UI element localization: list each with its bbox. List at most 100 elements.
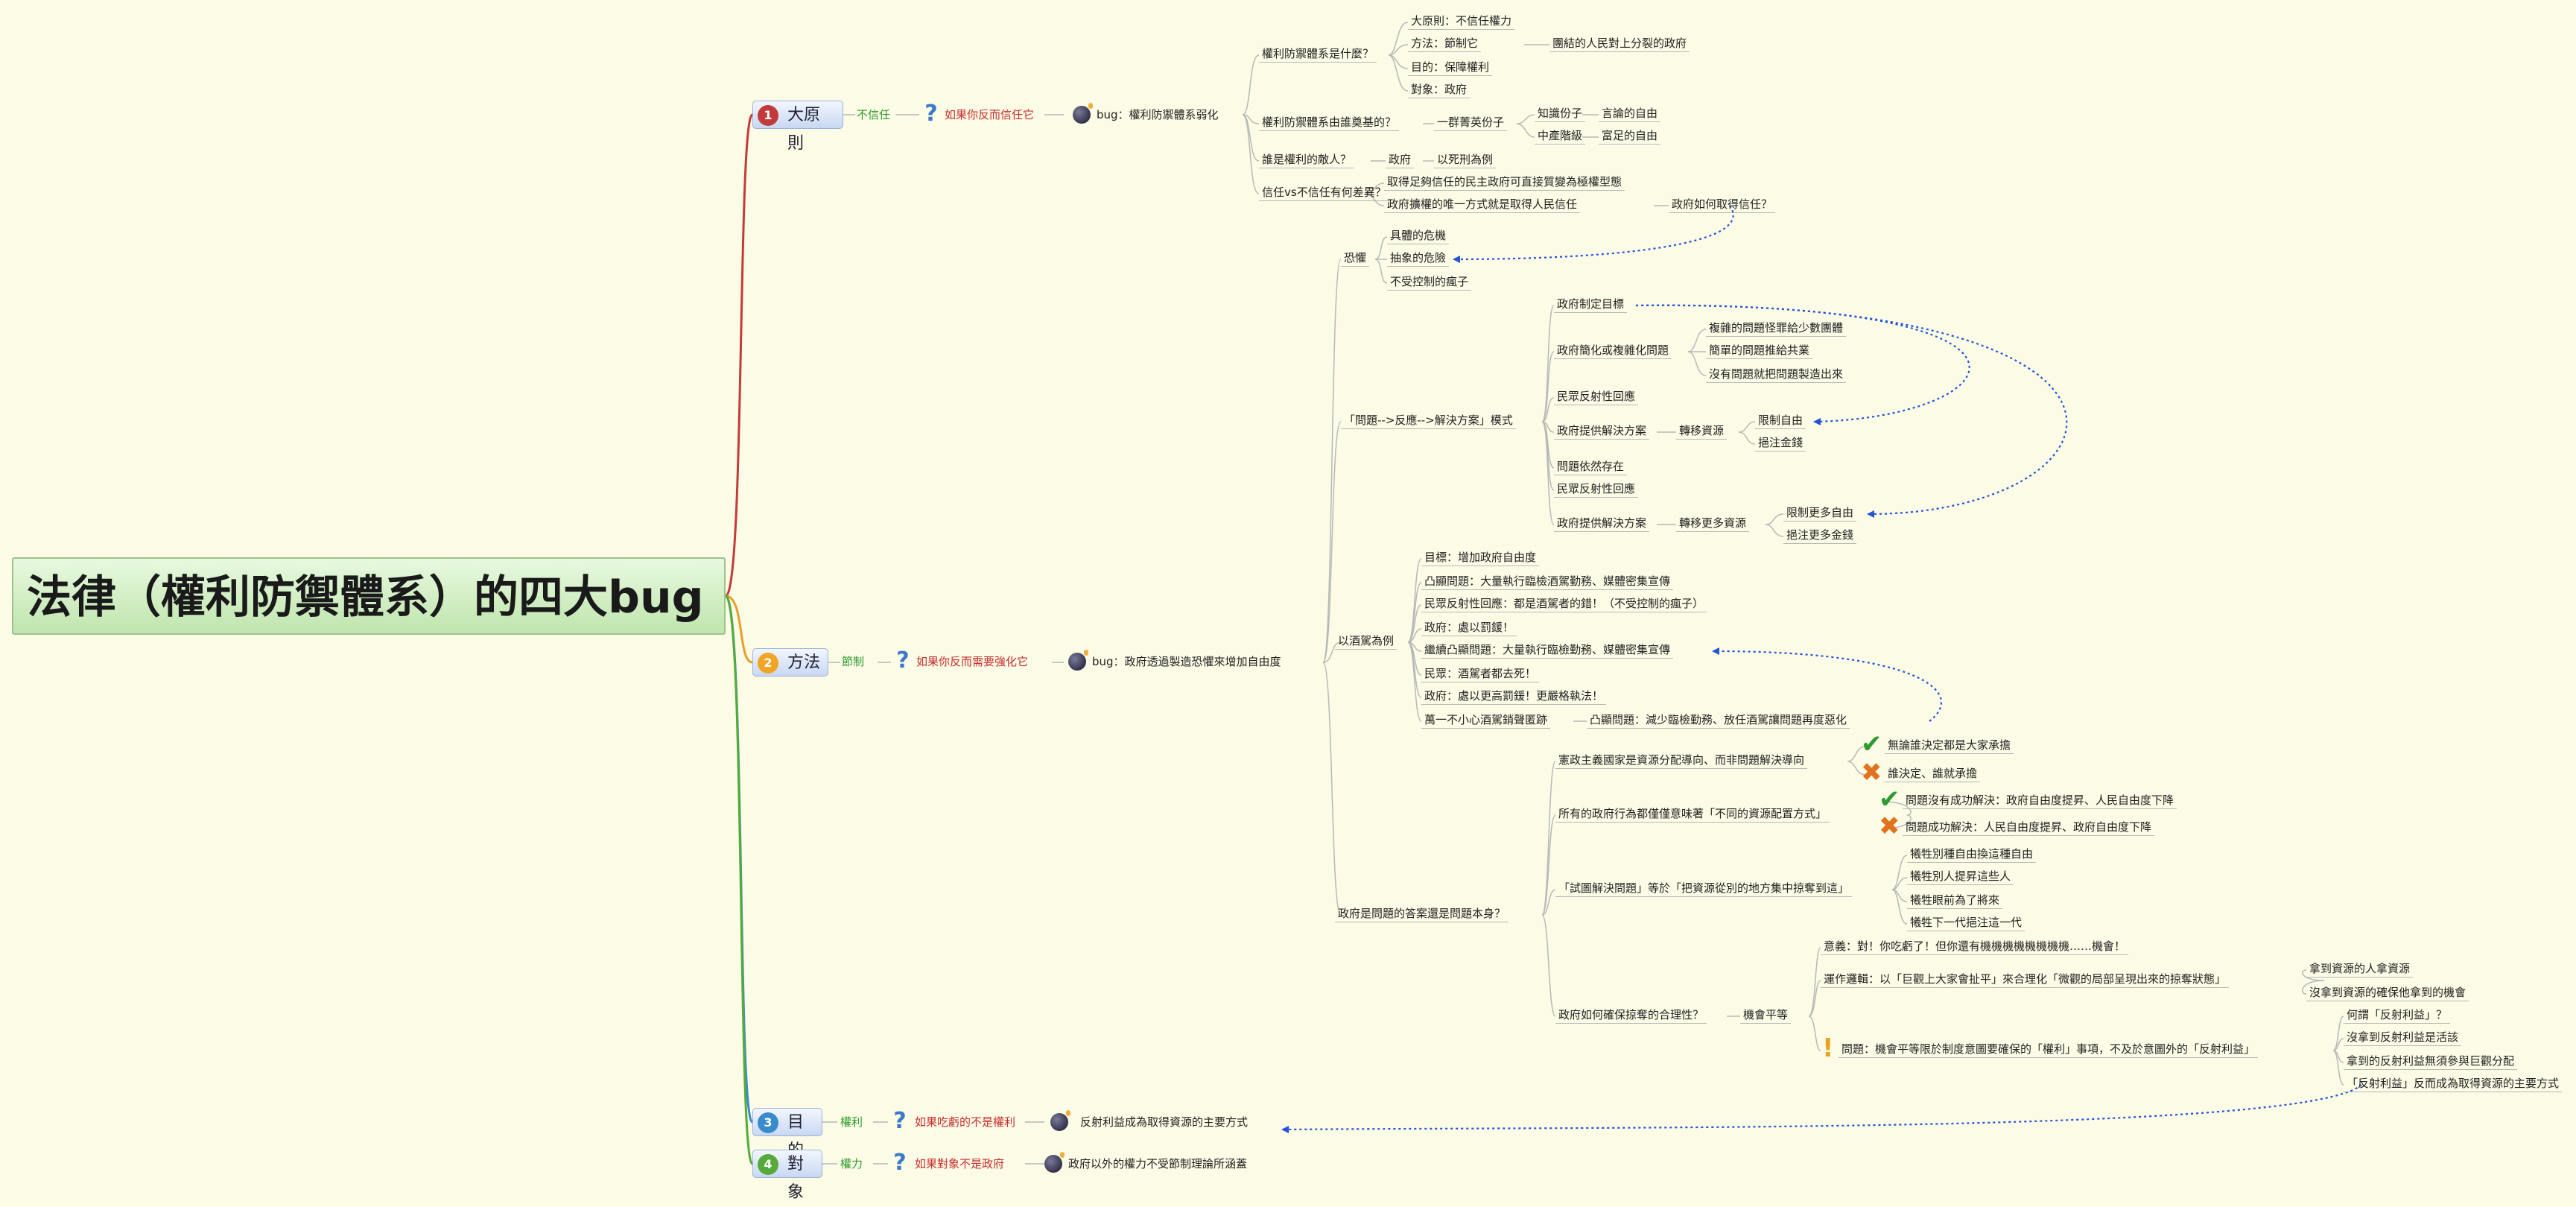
node-m4a1[interactable]: 無論誰決定都是大家承擔: [1885, 738, 2014, 754]
branch-4-node[interactable]: 4 對象: [752, 1150, 822, 1202]
node-m3d[interactable]: 政府：處以罰鍰！: [1421, 620, 1517, 636]
node-m4b2[interactable]: 問題成功解決：人民自由度提昇、政府自由度下降: [1903, 820, 2155, 836]
node-a2a2x[interactable]: 富足的自由: [1599, 128, 1661, 145]
branch-3-node[interactable]: 3 目的: [752, 1108, 822, 1160]
branch-3-question[interactable]: 如果吃虧的不是權利: [915, 1115, 1016, 1129]
node-m4d1c4[interactable]: 「反射利益」反而成為取得資源的主要方式: [2344, 1076, 2563, 1092]
node-m3f[interactable]: 民眾：酒駕者都去死！: [1421, 666, 1540, 682]
node-m4d1c1[interactable]: 何謂「反射利益」？: [2344, 1007, 2451, 1024]
branch-2-node[interactable]: 2 方法: [752, 648, 828, 677]
node-m1a[interactable]: 具體的危機: [1387, 228, 1450, 244]
node-m2g[interactable]: 政府提供解決方案: [1554, 516, 1650, 532]
node-a1c[interactable]: 目的：保障權利: [1408, 60, 1493, 76]
node-m2b2[interactable]: 簡單的問題推給共業: [1706, 343, 1813, 359]
node-m4d[interactable]: 政府如何確保掠奪的合理性？: [1555, 1007, 1707, 1024]
node-a4a[interactable]: 取得足夠信任的民主政府可直接質變為極權型態: [1384, 174, 1625, 191]
branch-2-question[interactable]: 如果你反而需要強化它: [916, 655, 1029, 668]
node-m3e[interactable]: 繼續凸顯問題：大量執行臨檢勤務、媒體密集宣傳: [1421, 642, 1674, 659]
node-m4d1b2[interactable]: 沒拿到資源的確保他拿到的機會: [2306, 985, 2469, 1001]
branch-2-tag[interactable]: 節制: [842, 655, 865, 668]
branch-2-bug[interactable]: bug：政府透過製造恐懼來增加自由度: [1092, 655, 1281, 668]
node-a1d[interactable]: 對象：政府: [1408, 82, 1471, 98]
node-a4b[interactable]: 政府擴權的唯一方式就是取得人民信任: [1384, 197, 1581, 213]
node-m2g1[interactable]: 轉移更多資源: [1676, 516, 1750, 532]
node-m2a[interactable]: 政府制定目標: [1554, 297, 1628, 313]
branch-3-bug[interactable]: 反射利益成為取得資源的主要方式: [1080, 1115, 1249, 1129]
root-topic[interactable]: 法律（權利防禦體系）的四大bug: [12, 557, 726, 635]
node-m4d1c2[interactable]: 沒拿到反射利益是活該: [2344, 1030, 2462, 1046]
node-m4[interactable]: 政府是問題的答案還是問題本身？: [1335, 906, 1509, 922]
node-m1b[interactable]: 抽象的危險: [1387, 250, 1450, 267]
node-m2[interactable]: 「問題-->反應-->解決方案」模式: [1341, 413, 1516, 429]
branch-3-tag[interactable]: 權利: [840, 1115, 863, 1129]
node-a3[interactable]: 誰是權利的敵人？: [1259, 152, 1355, 168]
node-a2a1x[interactable]: 言論的自由: [1599, 106, 1661, 122]
node-m4d1b[interactable]: 運作邏輯：以「巨觀上大家會扯平」來合理化「微觀的局部呈現出來的掠奪狀態」: [1821, 972, 2230, 988]
branch-1-tag[interactable]: 不信任: [857, 108, 891, 121]
node-a1a[interactable]: 大原則：不信任權力: [1408, 13, 1515, 30]
exclamation-icon: !: [1822, 1033, 1834, 1063]
node-a4b1[interactable]: 政府如何取得信任？: [1669, 197, 1776, 213]
bomb-icon: [1068, 650, 1088, 671]
node-m2f[interactable]: 民眾反射性回應: [1554, 481, 1639, 498]
branch-4-tag[interactable]: 權力: [840, 1157, 863, 1170]
node-m1[interactable]: 恐懼: [1341, 250, 1370, 267]
branch-4-question[interactable]: 如果對象不是政府: [915, 1157, 1005, 1170]
node-a1[interactable]: 權利防禦體系是什麼？: [1259, 46, 1377, 63]
branch-4-bug[interactable]: 政府以外的權力不受節制理論所涵蓋: [1068, 1157, 1248, 1170]
node-m2c[interactable]: 民眾反射性回應: [1554, 389, 1639, 405]
question-icon: ?: [893, 1108, 907, 1134]
node-m4a[interactable]: 憲政主義國家是資源分配導向、而非問題解決導向: [1555, 753, 1808, 769]
node-m3b[interactable]: 凸顯問題：大量執行臨檢酒駕勤務、媒體密集宣傳: [1421, 574, 1674, 590]
node-a1b[interactable]: 方法：節制它: [1408, 36, 1482, 52]
node-a2a2[interactable]: 中產階級: [1535, 128, 1586, 145]
node-m2g1b[interactable]: 挹注更多金錢: [1783, 528, 1857, 544]
branch-line-2: [725, 595, 753, 664]
number-2-icon: 2: [758, 653, 778, 674]
node-m3h1[interactable]: 凸顯問題：減少臨檢勤務、放任酒駕讓問題再度惡化: [1587, 712, 1850, 729]
node-a2a[interactable]: 一群菁英份子: [1434, 115, 1508, 131]
branch-1-node[interactable]: 1 大原則: [752, 101, 843, 153]
node-m2e[interactable]: 問題依然存在: [1554, 459, 1628, 475]
relationship-arrows: [1284, 205, 2362, 1131]
node-m4c[interactable]: 「試圖解決問題」等於「把資源從別的地方集中掠奪到這」: [1555, 881, 1853, 897]
node-m4c1[interactable]: 犧牲別種自由換這種自由: [1907, 846, 2037, 863]
branch-line-3: [724, 595, 754, 1124]
node-m2d[interactable]: 政府提供解決方案: [1554, 423, 1650, 440]
node-m1c[interactable]: 不受控制的瘋子: [1387, 274, 1472, 291]
node-m4b1[interactable]: 問題沒有成功解決：政府自由度提昇、人民自由度下降: [1903, 793, 2177, 809]
node-m3[interactable]: 以酒駕為例: [1335, 633, 1398, 650]
branch-1-question[interactable]: 如果你反而信任它: [945, 108, 1035, 121]
node-a2a1[interactable]: 知識份子: [1535, 106, 1586, 122]
node-m2d1[interactable]: 轉移資源: [1676, 423, 1728, 440]
node-m3g[interactable]: 政府：處以更高罰鍰！更嚴格執法！: [1421, 688, 1607, 705]
node-m4d1a[interactable]: 意義：對！你吃虧了！但你還有機機機機機機機機……機會！: [1821, 939, 2129, 955]
node-m4c2[interactable]: 犧牲別人提昇這些人: [1907, 869, 2014, 885]
node-m3c[interactable]: 民眾反射性回應：都是酒駕者的錯！（不受控制的瘋子）: [1421, 596, 1707, 612]
node-a2[interactable]: 權利防禦體系由誰奠基的？: [1259, 115, 1400, 131]
node-a4[interactable]: 信任vs不信任有何差異？: [1259, 185, 1389, 201]
node-m2b[interactable]: 政府簡化或複雜化問題: [1554, 343, 1672, 359]
node-m4c3[interactable]: 犧牲眼前為了將來: [1907, 893, 2003, 909]
node-m4a2[interactable]: 誰決定、誰就承擔: [1885, 766, 1981, 782]
node-m2d1b[interactable]: 挹注金錢: [1755, 435, 1806, 452]
node-m2g1a[interactable]: 限制更多自由: [1783, 505, 1857, 522]
node-m4d1b1[interactable]: 拿到資源的人拿資源: [2306, 961, 2414, 978]
node-m4d1c[interactable]: 問題：機會平等限於制度意圖要確保的「權利」事項，不及於意圖外的「反射利益」: [1839, 1042, 2259, 1058]
node-m4d1c3[interactable]: 拿到的反射利益無須參與巨觀分配: [2344, 1054, 2518, 1070]
node-m4c4[interactable]: 犧牲下一代挹注這一代: [1907, 915, 2025, 931]
node-m3h[interactable]: 萬一不小心酒駕銷聲匿跡: [1421, 712, 1551, 729]
node-a3a1[interactable]: 以死刑為例: [1434, 152, 1497, 168]
node-a1b1[interactable]: 團結的人民對上分裂的政府: [1549, 36, 1690, 52]
node-m3a[interactable]: 目標：增加政府自由度: [1421, 550, 1540, 566]
node-m2b1[interactable]: 複雜的問題怪罪給少數團體: [1706, 320, 1847, 337]
node-m2d1a[interactable]: 限制自由: [1755, 413, 1806, 429]
node-m4b[interactable]: 所有的政府行為都僅僅意味著「不同的資源配置方式」: [1555, 806, 1830, 823]
bomb-icon: [1073, 103, 1093, 124]
branch-1-bug[interactable]: bug：權利防禦體系弱化: [1097, 108, 1219, 121]
node-a3a[interactable]: 政府: [1386, 152, 1415, 168]
branch-4-label: 對象: [787, 1155, 805, 1202]
node-m4d1[interactable]: 機會平等: [1740, 1007, 1792, 1024]
node-m2b3[interactable]: 沒有問題就把問題製造出來: [1706, 367, 1847, 383]
